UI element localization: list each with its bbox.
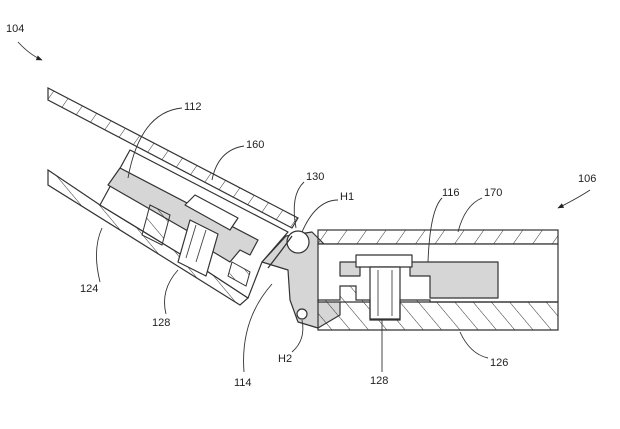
label-128a: 128 — [152, 317, 170, 329]
label-h2: H2 — [278, 353, 292, 365]
right-housing — [317, 285, 559, 331]
right-cover-layer — [317, 229, 559, 245]
leader-106 — [557, 189, 591, 209]
leader-h2 — [291, 319, 304, 353]
hinge-pin-h2 — [296, 308, 308, 320]
leader-128a — [164, 269, 179, 315]
hinge-pin-h1 — [286, 230, 310, 254]
leader-126 — [459, 331, 489, 359]
left-screw-body — [177, 219, 219, 277]
left-panel — [47, 87, 299, 306]
leader-114 — [243, 283, 273, 373]
leader-112 — [127, 107, 183, 179]
right-panel — [317, 229, 559, 331]
hinge-arm-114 — [267, 235, 293, 269]
left-screw-head — [184, 194, 239, 231]
right-screw-body — [369, 266, 401, 320]
label-114: 114 — [234, 377, 252, 389]
labels: 104 106 112 160 130 H1 116 170 124 128 1… — [6, 23, 596, 389]
leader-116 — [427, 197, 443, 263]
leader-124 — [96, 227, 103, 283]
label-h1: H1 — [340, 191, 354, 203]
leader-h1 — [301, 199, 339, 233]
label-116: 116 — [442, 187, 460, 199]
label-104: 104 — [6, 23, 24, 35]
leader-130 — [293, 181, 305, 229]
left-boss-1 — [141, 204, 171, 246]
label-106: 106 — [578, 173, 596, 185]
right-plate — [339, 261, 499, 299]
right-screw-head — [355, 254, 413, 268]
label-126: 126 — [490, 357, 508, 369]
leader-160 — [211, 145, 245, 181]
leader-170 — [457, 197, 483, 233]
left-boss-2 — [227, 261, 251, 287]
label-112: 112 — [184, 101, 202, 113]
label-128b: 128 — [370, 375, 388, 387]
leader-104 — [17, 41, 43, 61]
label-124: 124 — [80, 283, 98, 295]
label-130: 130 — [306, 171, 324, 183]
leader-lines — [17, 41, 591, 373]
label-160: 160 — [246, 139, 264, 151]
left-cover-layer — [47, 87, 299, 229]
label-170: 170 — [484, 187, 502, 199]
